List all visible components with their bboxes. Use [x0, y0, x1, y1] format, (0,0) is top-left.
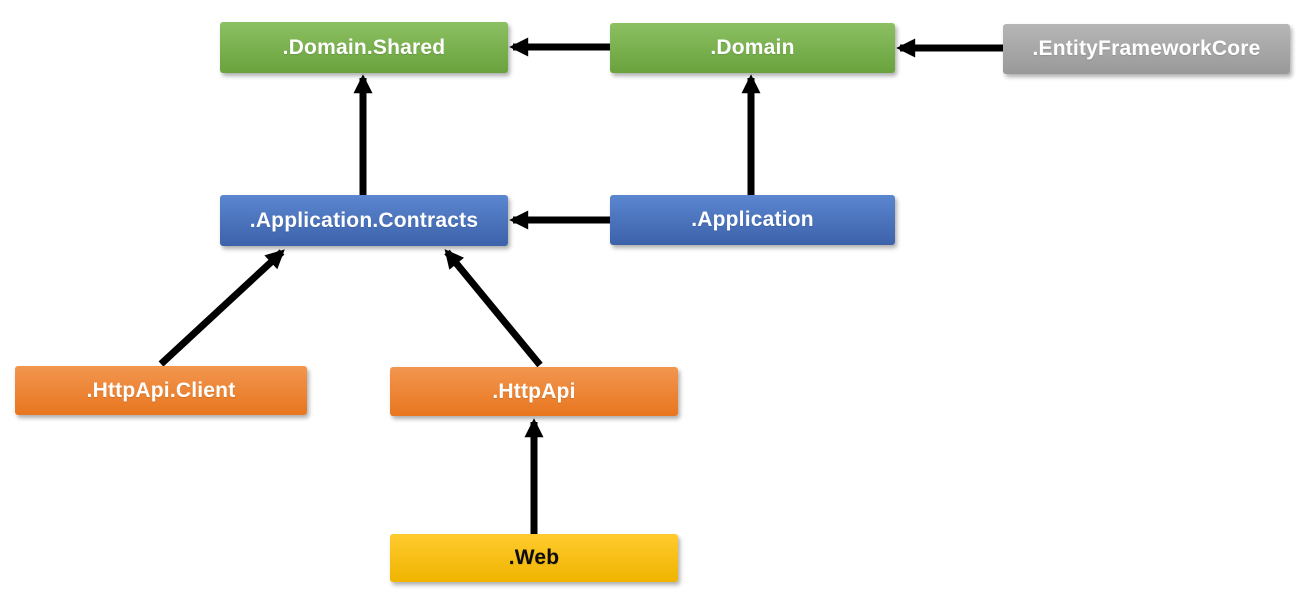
- node-httpapi: .HttpApi: [390, 367, 678, 416]
- node-entityframeworkcore: .EntityFrameworkCore: [1003, 24, 1290, 74]
- node-web: .Web: [390, 534, 678, 582]
- node-application: .Application: [610, 195, 895, 245]
- edge-httpapi-to-application-contracts: [444, 249, 543, 368]
- node-application-contracts: .Application.Contracts: [220, 195, 508, 246]
- node-domain-shared: .Domain.Shared: [220, 22, 508, 73]
- node-domain: .Domain: [610, 23, 895, 73]
- edge-httpapi-client-to-application-contracts: [158, 249, 285, 367]
- node-httpapi-client: .HttpApi.Client: [15, 366, 307, 415]
